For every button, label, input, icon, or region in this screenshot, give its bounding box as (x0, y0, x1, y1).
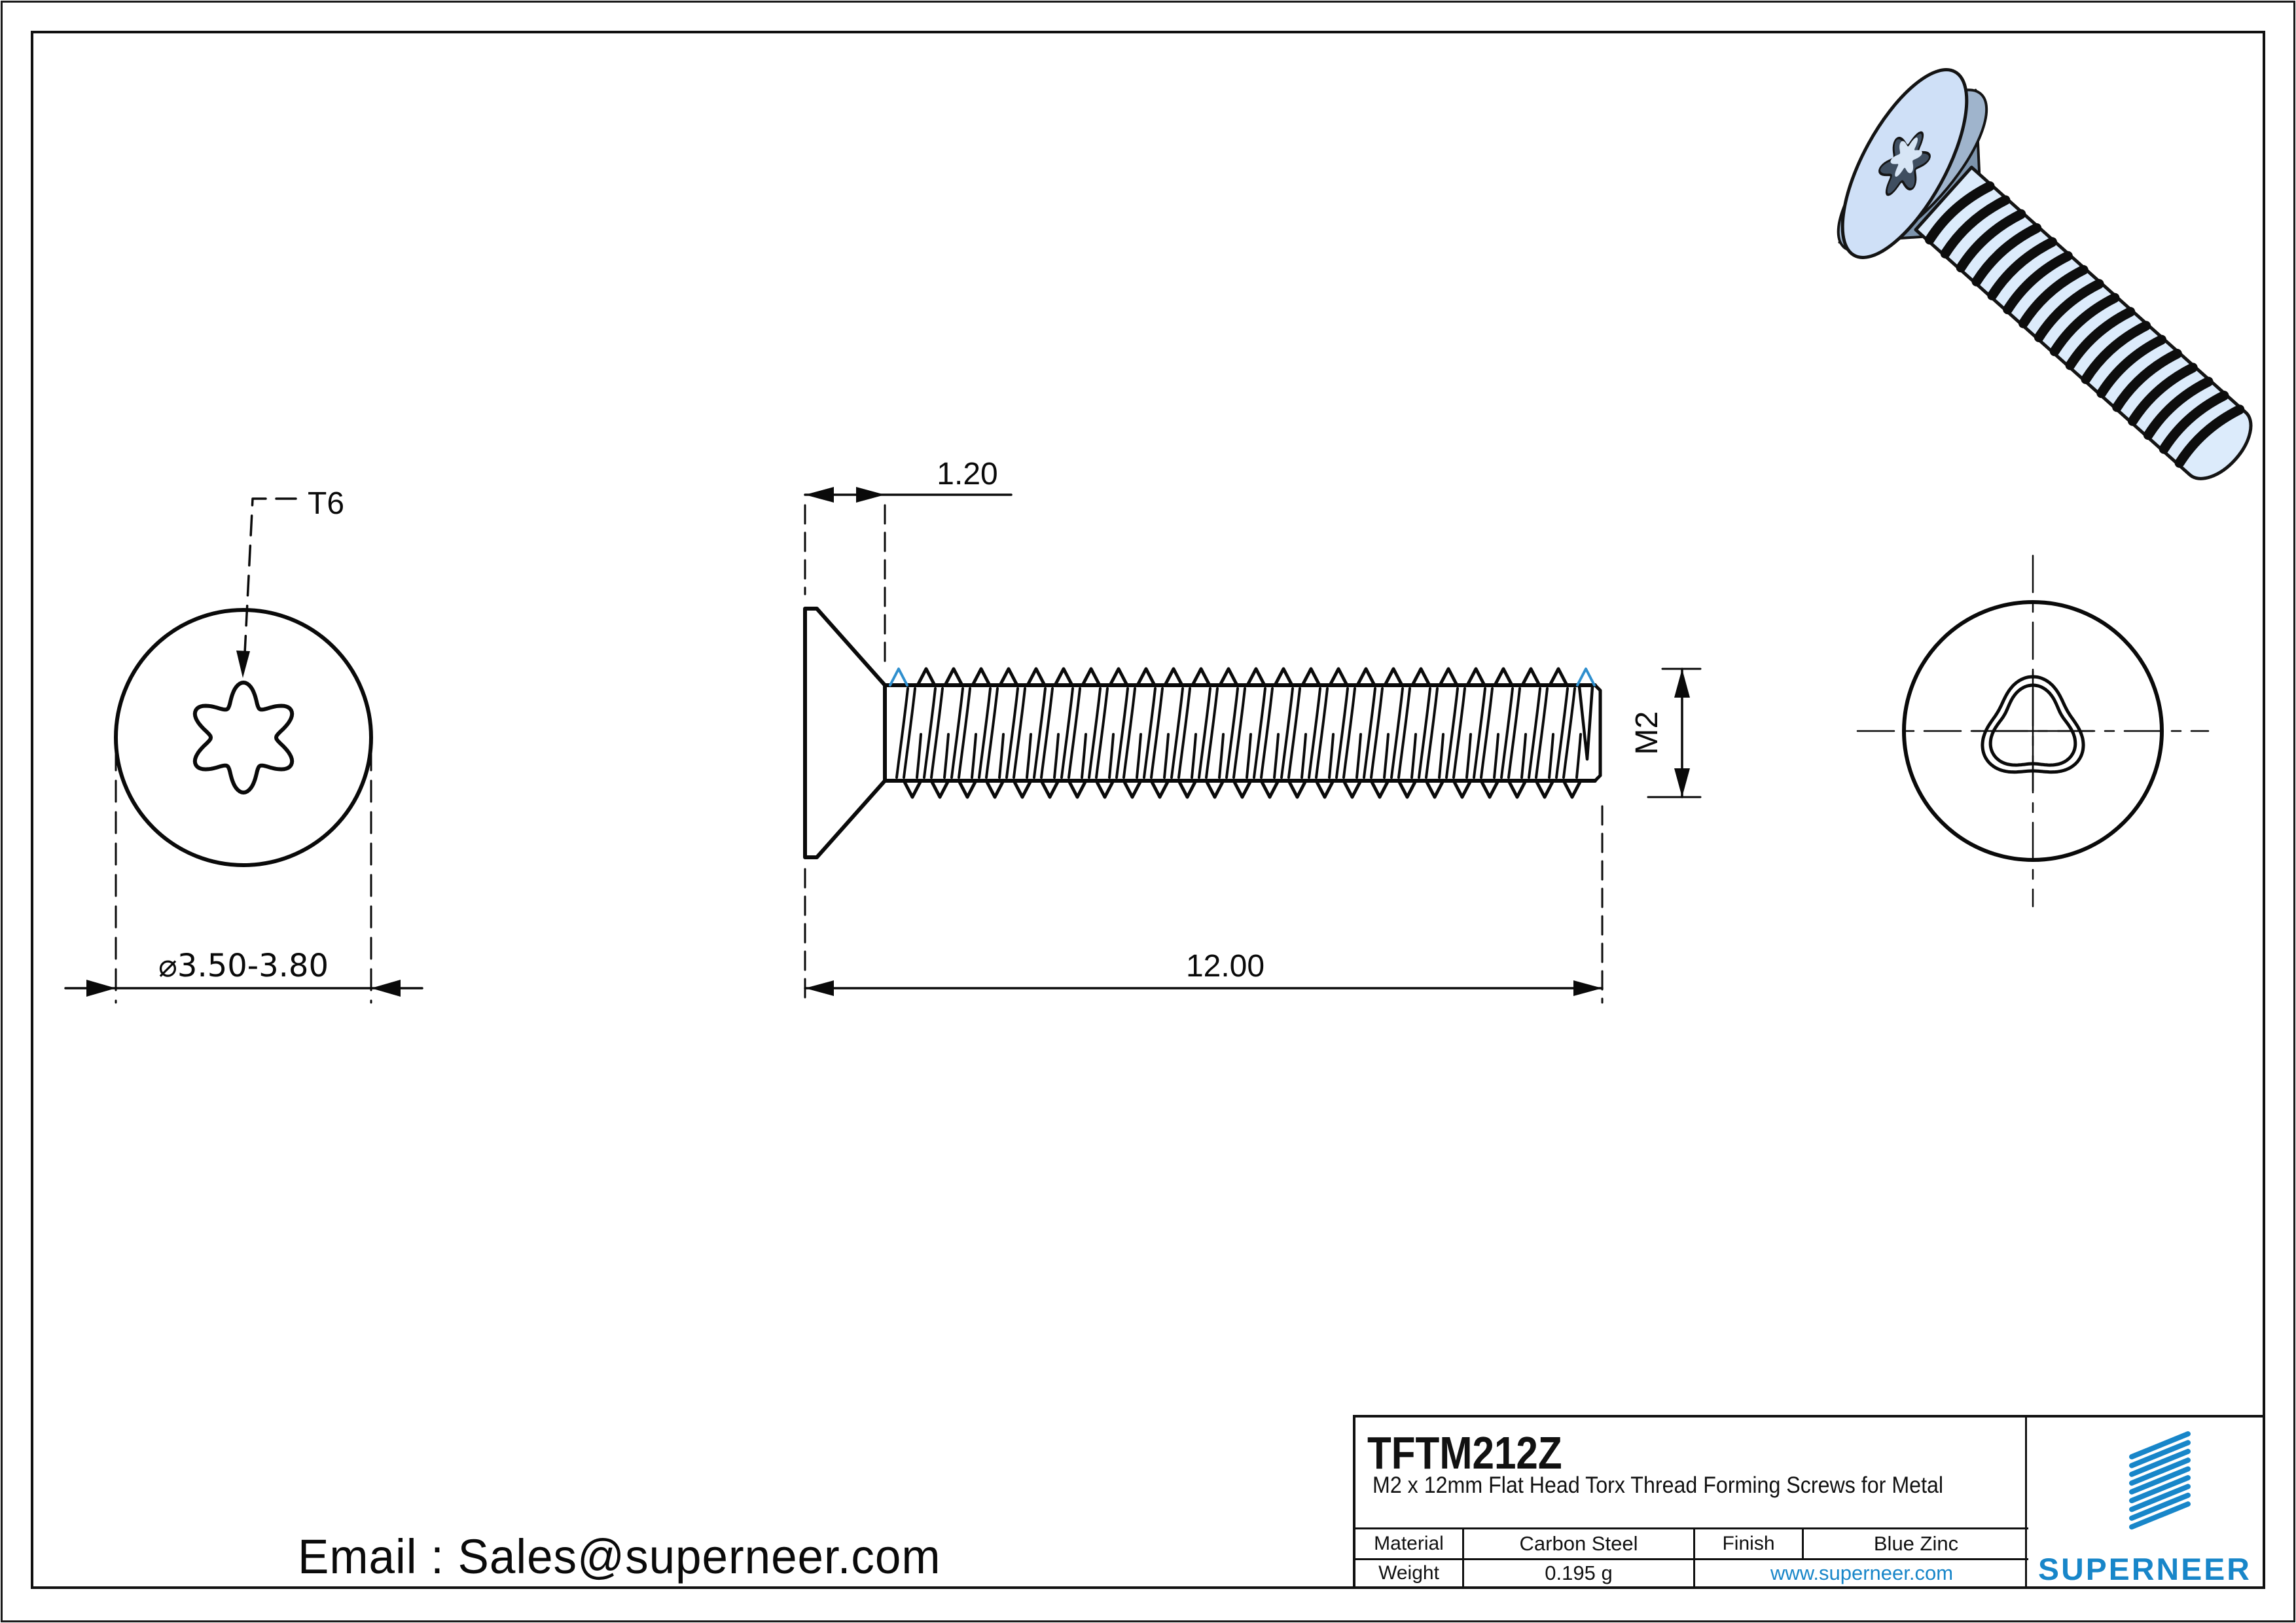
thread-crest-first-blue (889, 668, 908, 687)
label-head-diameter: ⌀3.50-3.80 (158, 948, 329, 984)
dim-arrow (1674, 669, 1690, 698)
iso-view-3d-screw (1837, 68, 2253, 480)
brand-stripe (2129, 1440, 2191, 1469)
brand-name: SUPERNEER (2038, 1552, 2251, 1586)
material-value: Carbon Steel (1462, 1529, 1693, 1558)
material-label: Material (1374, 1533, 1444, 1554)
thread-lines (916, 667, 1569, 687)
thread-lines (895, 687, 1582, 779)
brand-stripe (2129, 1501, 2191, 1530)
end-view (1856, 554, 2210, 908)
screw-head-profile (803, 607, 887, 859)
front-view (64, 497, 423, 1004)
dim-arrow (805, 980, 834, 996)
thread-profile (895, 667, 1583, 799)
dim-arrow (371, 980, 401, 997)
label-drive-size: T6 (308, 486, 344, 521)
dim-arrow (856, 487, 885, 503)
brand-stripe (2129, 1431, 2191, 1459)
weight-value: 0.195 g (1462, 1560, 1693, 1586)
title-block: TFTM212Z M2 x 12mm Flat Head Torx Thread… (1353, 1415, 2265, 1589)
part-number: TFTM212Z (1367, 1427, 1562, 1478)
brand-stripe (2129, 1484, 2191, 1512)
dim-arrow (1573, 980, 1602, 996)
brand-stripe (2129, 1457, 2191, 1486)
title-block-main: TFTM212Z M2 x 12mm Flat Head Torx Thread… (1355, 1418, 2028, 1586)
end-view-centerlines (1856, 554, 2210, 908)
iso-torx-highlight (1890, 137, 1922, 177)
iso-shank (1914, 166, 2253, 480)
brand-stripe (2129, 1492, 2191, 1521)
finish-label: Finish (1693, 1529, 1802, 1558)
label-length: 12.00 (1186, 949, 1265, 984)
brand-panel: SUPERNEER (2025, 1418, 2263, 1586)
brand-stripe (2129, 1448, 2191, 1477)
t6-leader-line (243, 497, 297, 654)
brand-stripe (2129, 1475, 2191, 1503)
website-link[interactable]: www.superneer.com (1693, 1560, 2028, 1586)
brand-stripe (2129, 1466, 2191, 1495)
t6-leader-arrowhead (236, 651, 250, 678)
screw-end-face (1593, 683, 1602, 783)
thread-crest-last-blue (1576, 668, 1596, 687)
length-extensions (804, 805, 1604, 1004)
dim-arrow (805, 487, 834, 503)
contact-email: Email : Sales@superneer.com (298, 1529, 941, 1584)
end-thread-flank (1577, 685, 1594, 761)
finish-value: Blue Zinc (1802, 1529, 2028, 1558)
spec-row-weight: Weight 0.195 g www.superneer.com (1355, 1558, 2028, 1586)
head-dia-extension-lines (115, 748, 372, 1004)
part-description: M2 x 12mm Flat Head Torx Thread Forming … (1372, 1472, 1944, 1498)
spec-table: Material Carbon Steel Finish Blue Zinc W… (1355, 1527, 2028, 1586)
weight-label: Weight (1378, 1562, 1439, 1584)
thread-lines (902, 779, 1583, 799)
brand-stripes-logo (2129, 1431, 2191, 1530)
torx-recess-outline (192, 681, 295, 794)
thread-band-lines (1924, 181, 2245, 468)
drawing-frame-border (31, 31, 2265, 1589)
head-outline-circle (114, 608, 373, 867)
label-head-height: 1.20 (937, 457, 997, 491)
label-thread-size: M2 (1630, 711, 1664, 755)
spec-row-material: Material Carbon Steel Finish Blue Zinc (1355, 1529, 2028, 1558)
dim-arrow (1674, 768, 1690, 797)
head-height-extensions (804, 504, 886, 666)
iso-thread-bands (1924, 181, 2245, 468)
dim-arrow (86, 980, 116, 997)
side-view (803, 487, 1702, 1004)
